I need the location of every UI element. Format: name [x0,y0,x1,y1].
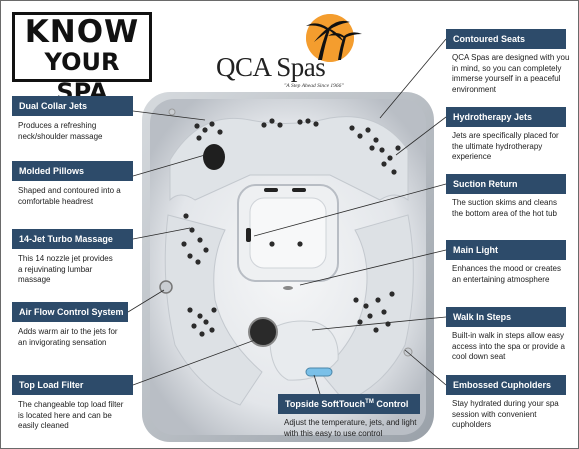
air-control [159,280,173,294]
jet-nozzle [194,123,200,129]
jet-nozzle [367,313,373,319]
jet-nozzle [183,213,189,219]
jet-nozzle [269,241,275,247]
jet-nozzle [297,241,303,247]
jet-nozzle [209,327,215,333]
topside-control [305,367,333,377]
jet-nozzle [195,259,201,265]
label-contoured-seats: Contoured Seats [446,29,566,49]
palm-sun-icon [306,14,362,62]
jets-group [181,118,401,337]
jet-nozzle [191,323,197,329]
jet-nozzle [369,145,375,151]
jet-nozzle [391,169,397,175]
desc-softtouch: Adjust the temperature, jets, and light … [284,418,417,438]
label-main-light: Main Light [446,240,566,260]
desc-walk-in-steps: Built-in walk in steps allow easy access… [452,331,565,361]
know-line-1: KNOW [24,14,140,50]
cupholder [168,108,176,116]
jet-nozzle [395,145,401,151]
know-your-spa-badge: KNOW YOUR SPA [12,12,152,106]
pillow-jet [203,144,225,170]
seat-contour [169,116,409,202]
jet-nozzle [187,253,193,259]
desc-molded-pillows: Shaped and contoured into a comfortable … [18,186,121,206]
desc-main-light: Enhances the mood or creates an entertai… [452,264,561,284]
jet-nozzle [199,331,205,337]
jet-nozzle [203,319,209,325]
jet-nozzle [389,291,395,297]
jet-nozzle [357,133,363,139]
desc-top-load-filter: The changeable top load filter is locate… [18,400,124,430]
jet-nozzle [313,121,319,127]
jet-nozzle [196,135,202,141]
jet-nozzle [379,147,385,153]
desc-air-flow: Adds warm air to the jets for an invigor… [18,327,118,347]
jet-nozzle [353,297,359,303]
jet-nozzle [197,237,203,243]
jet-nozzle [363,303,369,309]
footwell-jet [292,188,306,192]
desc-hydrotherapy-jets: Jets are specifically placed for the ult… [452,131,559,161]
desc-cupholders: Stay hydrated during your spa session wi… [452,399,559,429]
jet-nozzle [349,125,355,131]
label-cupholders: Embossed Cupholders [446,375,566,395]
jet-nozzle [217,129,223,135]
jet-nozzle [203,247,209,253]
jet-nozzle [297,119,303,125]
jet-nozzle [269,118,275,124]
jet-nozzle [373,137,379,143]
jet-nozzle [381,161,387,167]
main-light [283,286,293,290]
jet-nozzle [387,155,393,161]
jet-nozzle [211,307,217,313]
label-molded-pillows: Molded Pillows [12,161,133,181]
jet-nozzle [187,307,193,313]
label-turbo-massage: 14-Jet Turbo Massage [12,229,133,249]
label-hydrotherapy-jets: Hydrotherapy Jets [446,107,566,127]
label-top-load-filter: Top Load Filter [12,375,133,395]
jet-nozzle [189,227,195,233]
footwell-jet [264,188,278,192]
desc-contoured-seats: QCA Spas are designed with you in mind, … [452,53,570,94]
jet-nozzle [202,127,208,133]
label-walk-in-steps: Walk In Steps [446,307,566,327]
footwell-inner [249,197,327,269]
jet-nozzle [305,118,311,124]
jet-nozzle [375,297,381,303]
jet-nozzle [357,319,363,325]
qca-logo: QCA Spas "A Step Ahead Since 1966" [210,12,380,89]
softtouch-title: Topside SoftTouch [285,399,366,409]
brand-name: QCA Spas [216,52,326,82]
walk-in-steps [269,320,339,381]
desc-dual-collar-jets: Produces a refreshing neck/shoulder mass… [18,121,103,141]
label-air-flow: Air Flow Control System [12,302,128,322]
leader-lines [127,38,447,395]
label-suction-return: Suction Return [446,174,566,194]
suction-return [246,228,251,242]
jet-nozzle [277,122,283,128]
jet-nozzle [373,327,379,333]
top-load-filter [248,317,278,347]
softtouch-tm: TM [365,399,374,405]
jet-nozzle [381,309,387,315]
label-dual-collar-jets: Dual Collar Jets [12,96,133,116]
jet-nozzle [197,313,203,319]
brand-tagline: "A Step Ahead Since 1966" [284,83,344,89]
softtouch-title-end: Control [373,399,409,409]
jet-nozzle [181,241,187,247]
jet-nozzle [261,122,267,128]
desc-turbo-massage: This 14 nozzle jet provides a rejuvinati… [18,254,113,284]
jet-nozzle [365,127,371,133]
jet-nozzle [209,121,215,127]
desc-suction-return: The suction skims and cleans the bottom … [452,198,557,218]
label-softtouch: Topside SoftTouchTM Control [278,394,420,414]
